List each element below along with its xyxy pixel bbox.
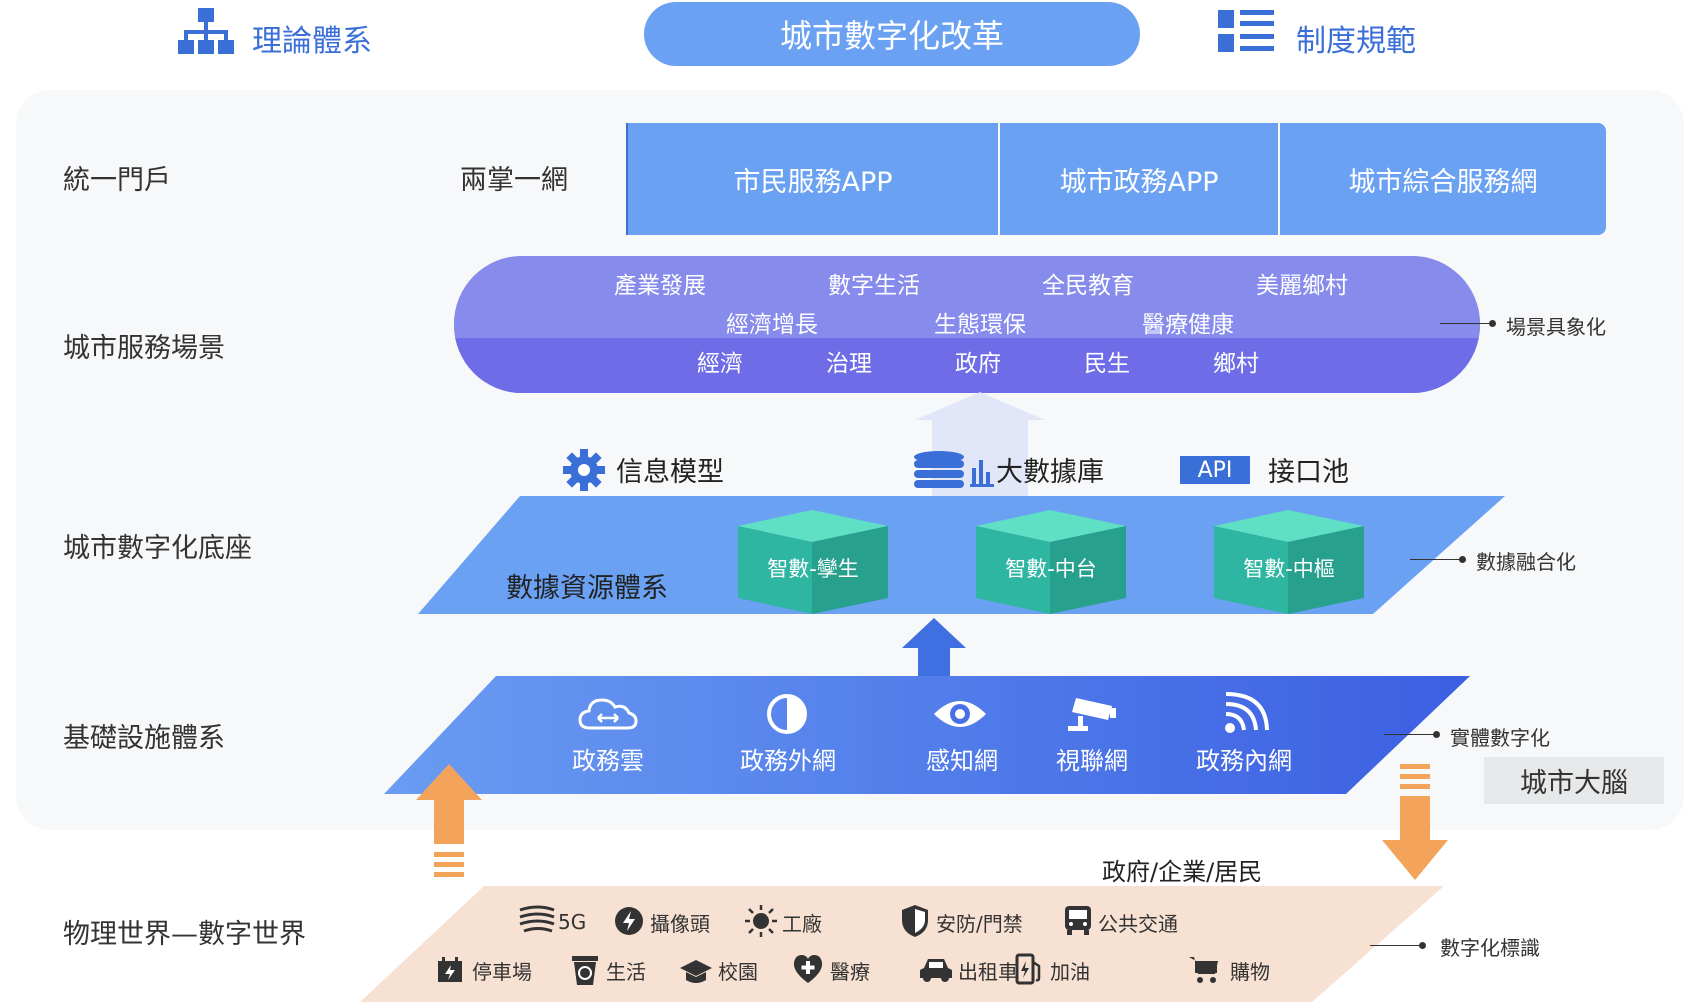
cube-label: 智數-孿生 bbox=[767, 557, 859, 581]
infra-label: 視聯網 bbox=[1056, 747, 1128, 775]
scenario-item: 產業發展 bbox=[614, 273, 706, 299]
hierarchy-icon bbox=[178, 8, 234, 54]
down-arrow-orange bbox=[1382, 764, 1448, 880]
scenario-item: 生態環保 bbox=[934, 312, 1026, 338]
cube-label: 智數-中台 bbox=[1005, 557, 1097, 581]
scenario-item: 鄉村 bbox=[1213, 351, 1259, 377]
connector-dot bbox=[1489, 320, 1496, 327]
scenario-capsule: 產業發展 數字生活 全民教育 美麗鄉村 經濟增長 生態環保 醫療健康 經濟 治理… bbox=[454, 256, 1480, 393]
sun-icon bbox=[745, 905, 777, 937]
connector-line bbox=[1370, 945, 1422, 946]
physical-item: 工廠 bbox=[782, 912, 822, 936]
row-label-scenario: 城市服務場景 bbox=[63, 333, 225, 364]
regulation-title: 制度規範 bbox=[1296, 24, 1416, 59]
car-icon bbox=[920, 959, 952, 982]
physical-item: 安防/門禁 bbox=[936, 912, 1023, 936]
eye-icon bbox=[934, 701, 986, 727]
physical-item: 醫療 bbox=[830, 960, 870, 984]
side-label-physical: 數字化標識 bbox=[1440, 936, 1540, 960]
row-label-base: 城市數字化底座 bbox=[63, 533, 252, 564]
cloud-icon bbox=[578, 698, 638, 730]
5g-signal-icon bbox=[519, 905, 555, 933]
physical-item: 校園 bbox=[718, 960, 758, 984]
graduation-cap-icon bbox=[680, 960, 712, 983]
cube-middle-platform bbox=[976, 510, 1126, 614]
infra-label: 政務外網 bbox=[740, 747, 836, 775]
database-icon bbox=[914, 451, 994, 488]
infrastructure-plane bbox=[384, 676, 1470, 794]
trash-bin-icon bbox=[572, 956, 598, 985]
api-badge: API bbox=[1180, 456, 1250, 484]
gear-icon bbox=[563, 449, 605, 491]
up-arrow-blue bbox=[902, 618, 966, 676]
row-label-infra: 基礎設施體系 bbox=[63, 723, 225, 754]
physical-item: 攝像頭 bbox=[650, 912, 710, 936]
wifi-signal-icon bbox=[1225, 692, 1269, 733]
scenario-item: 經濟增長 bbox=[726, 312, 818, 338]
scenario-item: 經濟 bbox=[697, 351, 743, 377]
data-resource-title: 數據資源體系 bbox=[506, 573, 668, 604]
info-model-label: 信息模型 bbox=[616, 457, 724, 488]
page-title: 城市數字化改革 bbox=[644, 2, 1140, 66]
row-label-portal: 統一門戶 bbox=[63, 165, 171, 196]
physical-item: 購物 bbox=[1230, 960, 1270, 984]
cube-twin bbox=[738, 510, 888, 614]
api-pool-label: 接口池 bbox=[1268, 457, 1349, 488]
physical-item: 加油 bbox=[1050, 960, 1090, 984]
big-database-label: 大數據庫 bbox=[996, 457, 1104, 488]
side-label-scenario: 場景具象化 bbox=[1506, 315, 1606, 339]
actors-label: 政府/企業/居民 bbox=[1102, 858, 1263, 886]
physical-item: 停車場 bbox=[472, 960, 532, 984]
physical-item: 5G bbox=[558, 910, 587, 934]
connector-dot bbox=[1419, 942, 1426, 949]
cube-hub bbox=[1214, 510, 1364, 614]
scenario-item: 數字生活 bbox=[828, 273, 920, 299]
row-label-physical: 物理世界—數字世界 bbox=[63, 919, 306, 950]
connector-line bbox=[1410, 559, 1462, 560]
portal-label: 兩掌一網 bbox=[460, 165, 568, 196]
shield-icon bbox=[902, 905, 928, 937]
scenario-item: 政府 bbox=[955, 351, 1001, 377]
theory-system-title: 理論體系 bbox=[252, 24, 372, 59]
portal-left-border bbox=[626, 123, 628, 235]
portal-box-citizen-app: 市民服務APP bbox=[628, 123, 998, 235]
city-brain-label: 城市大腦 bbox=[1484, 757, 1664, 804]
connector-line bbox=[1440, 323, 1492, 324]
physical-item: 出租車 bbox=[958, 960, 1018, 984]
connector-line bbox=[1384, 734, 1436, 735]
portal-box-gov-app: 城市政務APP bbox=[1000, 123, 1278, 235]
shopping-cart-icon bbox=[1189, 957, 1218, 983]
camera-lightning-icon bbox=[615, 907, 643, 935]
half-circle-icon bbox=[767, 694, 807, 734]
scenario-item: 治理 bbox=[826, 351, 872, 377]
bus-icon bbox=[1065, 906, 1091, 935]
cctv-camera-icon bbox=[1068, 698, 1116, 731]
medical-heart-icon bbox=[793, 955, 823, 983]
fuel-pump-icon bbox=[1015, 953, 1041, 985]
portal-box-service-net: 城市綜合服務網 bbox=[1280, 123, 1606, 235]
scenario-item: 民生 bbox=[1084, 351, 1130, 377]
parking-calendar-icon bbox=[438, 957, 462, 982]
list-icon bbox=[1218, 10, 1274, 52]
physical-item: 公共交通 bbox=[1098, 912, 1178, 936]
scenario-item: 美麗鄉村 bbox=[1256, 273, 1348, 299]
side-label-base: 數據融合化 bbox=[1476, 550, 1576, 574]
up-arrow-orange bbox=[416, 764, 482, 877]
infra-label: 政務內網 bbox=[1196, 747, 1292, 775]
connector-dot bbox=[1459, 556, 1466, 563]
infra-label: 感知網 bbox=[926, 747, 998, 775]
scenario-item: 全民教育 bbox=[1042, 273, 1134, 299]
cube-label: 智數-中樞 bbox=[1243, 557, 1335, 581]
connector-dot bbox=[1433, 731, 1440, 738]
side-label-infra: 實體數字化 bbox=[1450, 726, 1550, 750]
scenario-item: 醫療健康 bbox=[1142, 312, 1234, 338]
infra-label: 政務雲 bbox=[572, 747, 644, 775]
physical-item: 生活 bbox=[606, 960, 646, 984]
